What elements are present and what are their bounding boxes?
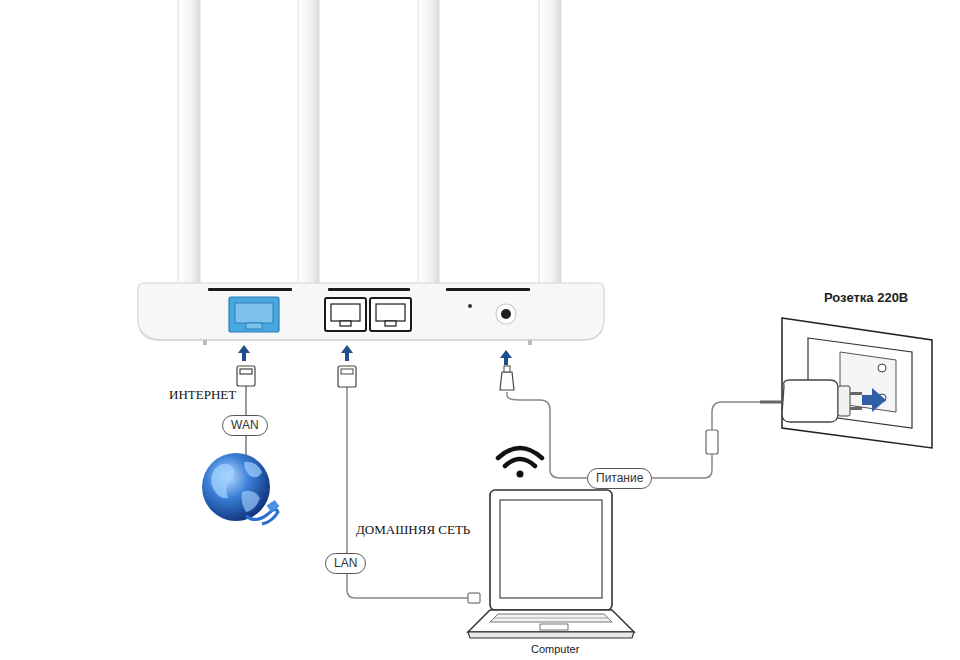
wire-tag: LAN	[325, 553, 366, 574]
wire-tag: Питание	[587, 468, 652, 489]
internet-label: ИНТЕРНЕТ	[167, 387, 238, 403]
wan-cable	[237, 366, 255, 455]
lan-ports	[325, 298, 411, 331]
computer-label: Computer	[529, 643, 581, 655]
insert-arrows	[238, 345, 512, 365]
power-cable	[500, 366, 778, 478]
internet-globe	[202, 453, 279, 524]
antennas	[178, 0, 561, 290]
socket-label: Розетка 220В	[822, 290, 910, 305]
laptop	[468, 490, 634, 638]
tag-text: LAN	[334, 556, 357, 571]
home-network-label: ДОМАШНЯЯ СЕТЬ	[354, 522, 472, 538]
wan-port	[229, 297, 279, 332]
router-body	[138, 283, 604, 340]
wire-tag: WAN	[222, 415, 268, 436]
tag-text: WAN	[231, 418, 259, 433]
wall-socket	[760, 318, 932, 448]
wifi-symbol	[498, 448, 542, 478]
tag-text: Питание	[596, 471, 643, 486]
